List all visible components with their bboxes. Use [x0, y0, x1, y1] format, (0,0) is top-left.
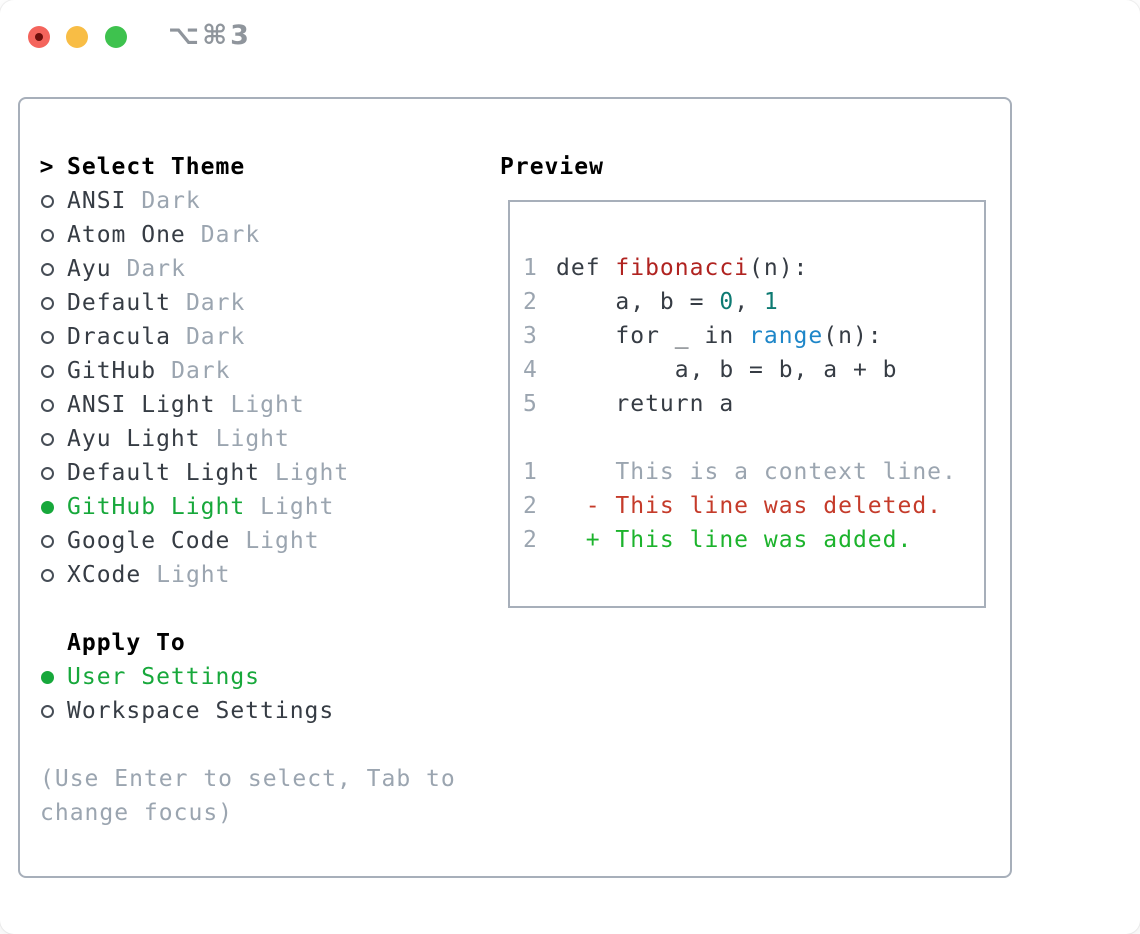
cursor-arrow-icon: > [39, 154, 55, 180]
radio-selected-icon [40, 500, 54, 514]
radio-unselected-icon [40, 296, 54, 310]
diff-added-line: 2 + This line was added. [523, 527, 913, 553]
theme-item-github-light[interactable]: GitHub Light Light [40, 490, 456, 524]
theme-item-ayu-light[interactable]: Ayu Light Light [40, 422, 456, 456]
radio-unselected-icon [40, 194, 54, 208]
diff-deleted-line: 2 - This line was deleted. [523, 493, 943, 519]
theme-item-xcode[interactable]: XCode Light [40, 558, 456, 592]
theme-item-ansi-light[interactable]: ANSI Light Light [40, 388, 456, 422]
radio-unselected-icon [40, 466, 54, 480]
theme-item-atom-one-dark[interactable]: Atom One Dark [40, 218, 456, 252]
code-line-3: 3 for _ in range(n): [523, 323, 883, 349]
code-line-2: 2 a, b = 0, 1 [523, 289, 779, 315]
line-number: 2 [523, 493, 538, 519]
line-number: 1 [523, 255, 538, 281]
code-line-4: 4 a, b = b, a + b [523, 357, 898, 383]
radio-unselected-icon [40, 568, 54, 582]
theme-item-default-light[interactable]: Default Light Light [40, 456, 456, 490]
radio-unselected-icon [40, 262, 54, 276]
help-text-line-2: change focus) [40, 800, 234, 826]
theme-item-ansi-dark[interactable]: ANSI Dark [40, 184, 456, 218]
apply-to-header: Apply To [67, 630, 186, 656]
help-text-line-1: (Use Enter to select, Tab to [40, 766, 456, 792]
select-theme-title: Select Theme [67, 154, 246, 180]
theme-item-dracula-dark[interactable]: Dracula Dark [40, 320, 456, 354]
line-number: 1 [523, 459, 538, 485]
line-number: 5 [523, 391, 538, 417]
line-number: 4 [523, 357, 538, 383]
theme-item-default-dark[interactable]: Default Dark [40, 286, 456, 320]
zoom-button[interactable] [105, 26, 127, 48]
theme-list: > Select Theme ANSI Dark Atom One Dark A… [40, 150, 456, 830]
radio-unselected-icon [40, 364, 54, 378]
close-dot-icon [35, 33, 43, 41]
apply-option-workspace-settings[interactable]: Workspace Settings [40, 694, 456, 728]
line-number: 2 [523, 527, 538, 553]
line-number: 2 [523, 289, 538, 315]
blank-line [523, 421, 984, 455]
window-title: ⌥⌘3 [168, 20, 252, 51]
line-number: 3 [523, 323, 538, 349]
close-button[interactable] [28, 26, 50, 48]
radio-selected-icon [40, 670, 54, 684]
apply-option-user-settings[interactable]: User Settings [40, 660, 456, 694]
radio-unselected-icon [40, 534, 54, 548]
theme-item-github-dark[interactable]: GitHub Dark [40, 354, 456, 388]
preview-header: Preview [500, 154, 604, 180]
radio-unselected-icon [40, 398, 54, 412]
select-theme-header: > Select Theme [40, 150, 456, 184]
minimize-button[interactable] [66, 26, 88, 48]
diff-context-line: 1 This is a context line. [523, 459, 957, 485]
radio-unselected-icon [40, 330, 54, 344]
radio-unselected-icon [40, 432, 54, 446]
radio-unselected-icon [40, 228, 54, 242]
code-line-5: 5 return a [523, 391, 735, 417]
theme-item-ayu-dark[interactable]: Ayu Dark [40, 252, 456, 286]
theme-picker-panel: > Select Theme ANSI Dark Atom One Dark A… [18, 97, 1012, 878]
radio-unselected-icon [40, 704, 54, 718]
theme-item-google-code[interactable]: Google Code Light [40, 524, 456, 558]
